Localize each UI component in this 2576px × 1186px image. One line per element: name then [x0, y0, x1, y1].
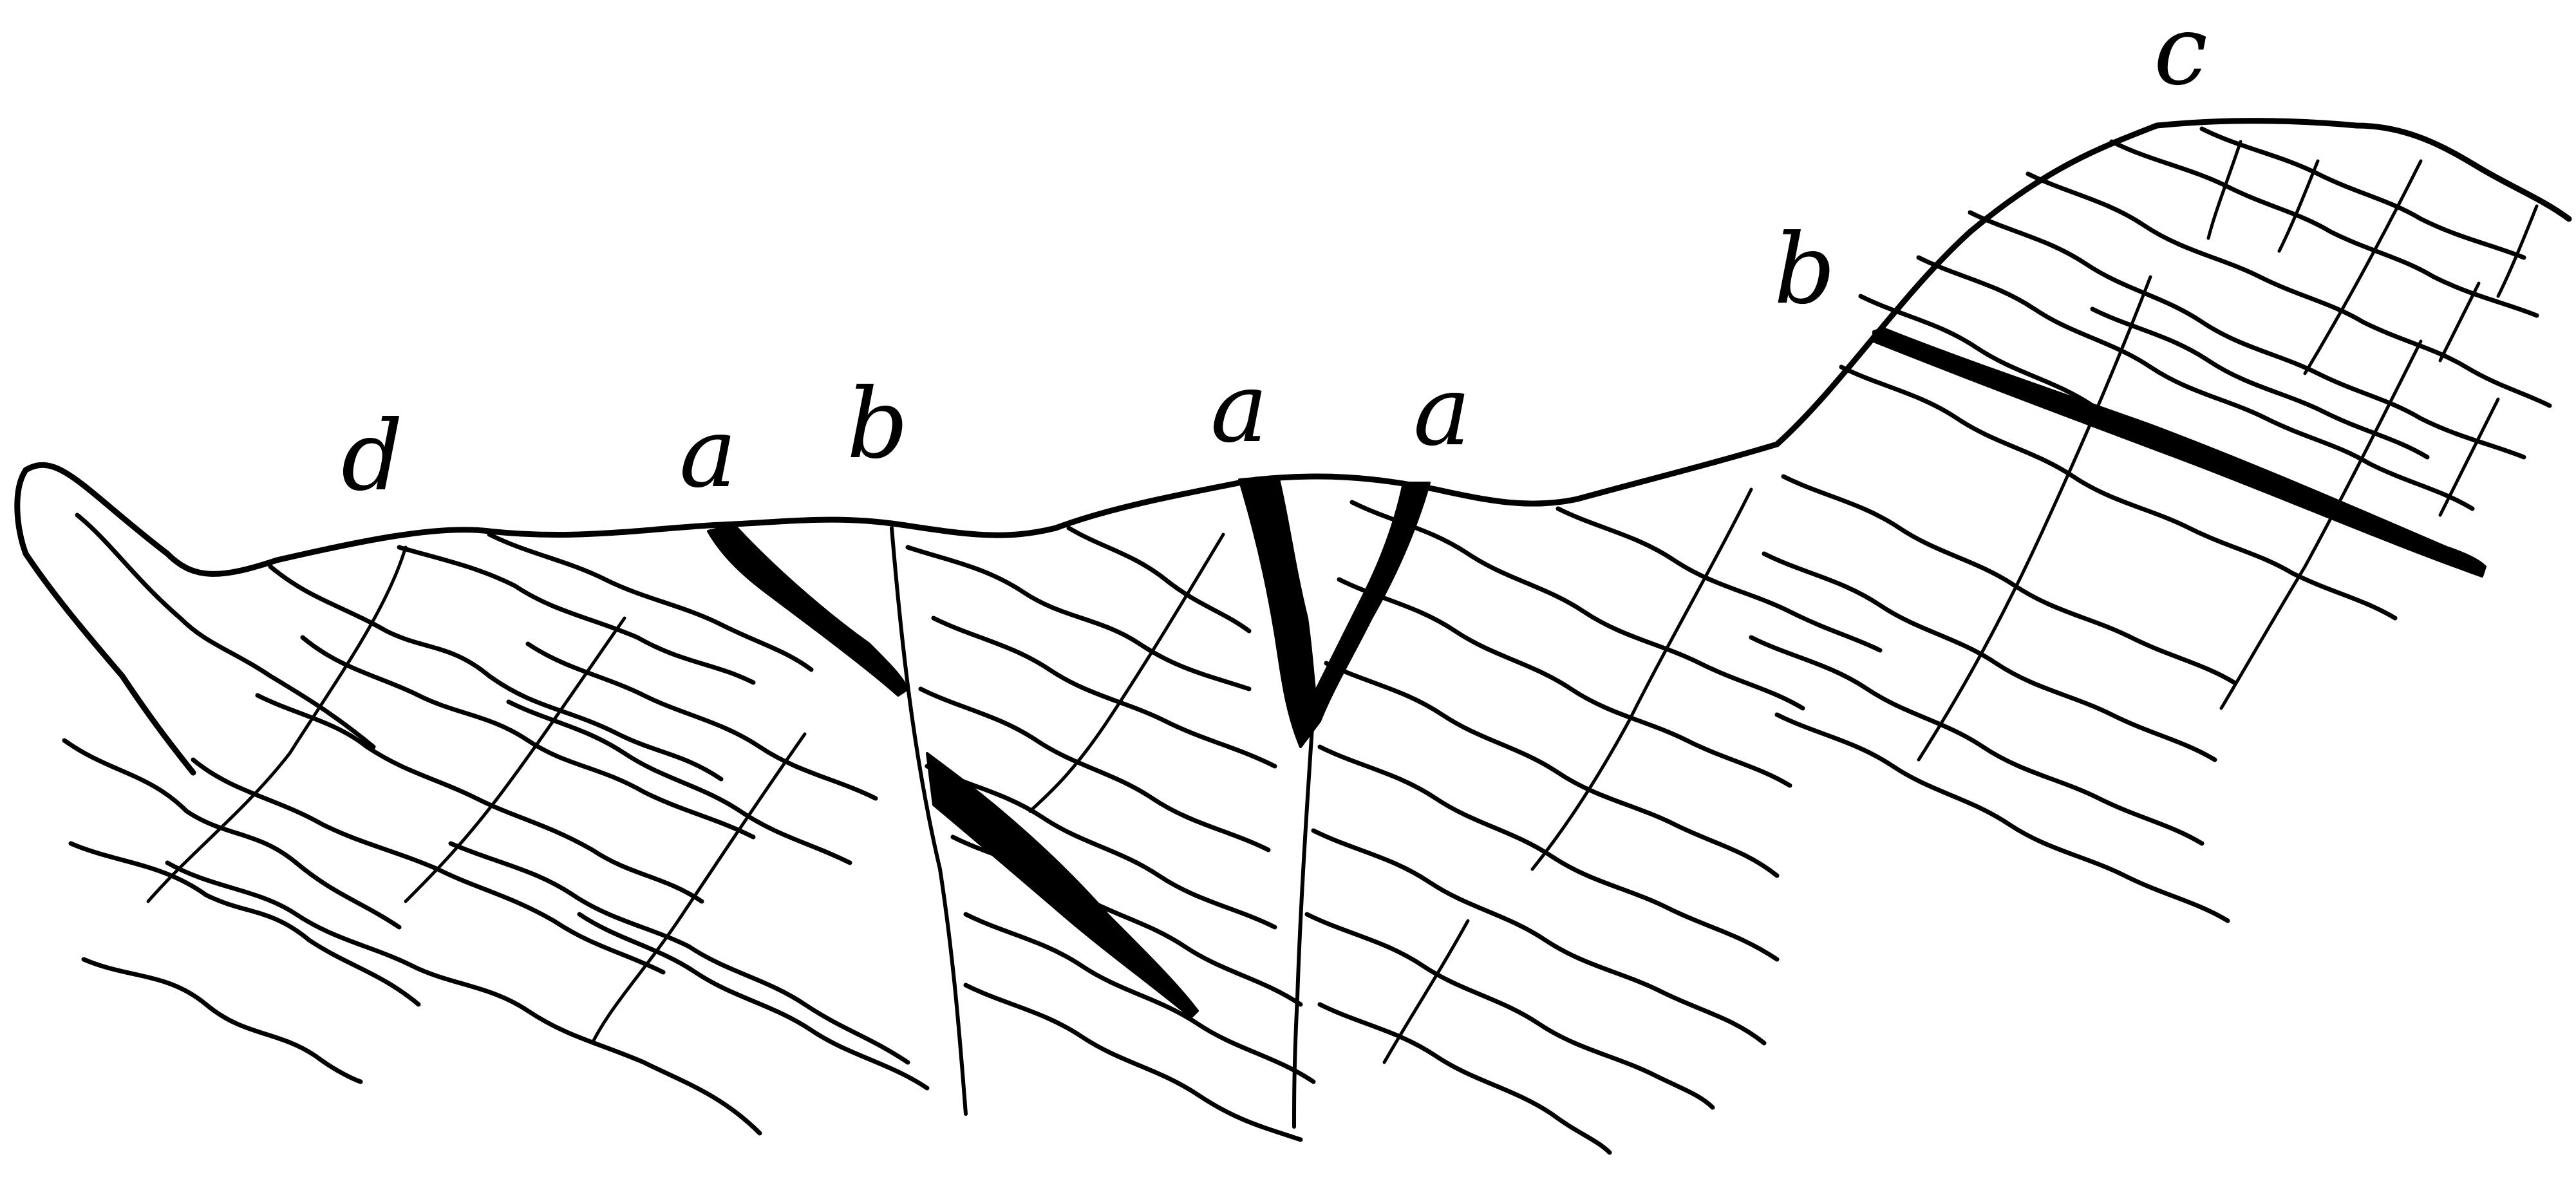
vein-a-center-left: [1238, 475, 1321, 748]
faults: [890, 526, 1315, 1129]
label-c: c: [2154, 0, 2208, 107]
bedding-planes-right: [1749, 126, 2552, 923]
fault-a-center: [1292, 706, 1315, 1129]
vein-a-left: [707, 523, 909, 697]
bedding-planes-left: [62, 513, 930, 1136]
ground-surface: [23, 118, 2572, 577]
profile-left-edge: [14, 467, 196, 776]
label-b-1: b: [847, 368, 908, 480]
veins: [707, 327, 2487, 1019]
vein-a-center-right: [1306, 482, 1431, 722]
label-a-3: a: [1413, 355, 1471, 467]
label-group: d a b a a b c: [341, 0, 2208, 513]
label-a-1: a: [679, 397, 737, 509]
label-d: d: [341, 400, 403, 513]
label-a-2: a: [1210, 352, 1268, 464]
joint-fractures: [146, 140, 2539, 1064]
fault-b-left: [890, 526, 968, 1116]
bedding-planes-right-center: [1304, 500, 1883, 1155]
vein-a-left-lower: [926, 752, 1199, 1019]
label-b-2: b: [1774, 214, 1836, 326]
vein-b-right: [1872, 327, 2487, 578]
